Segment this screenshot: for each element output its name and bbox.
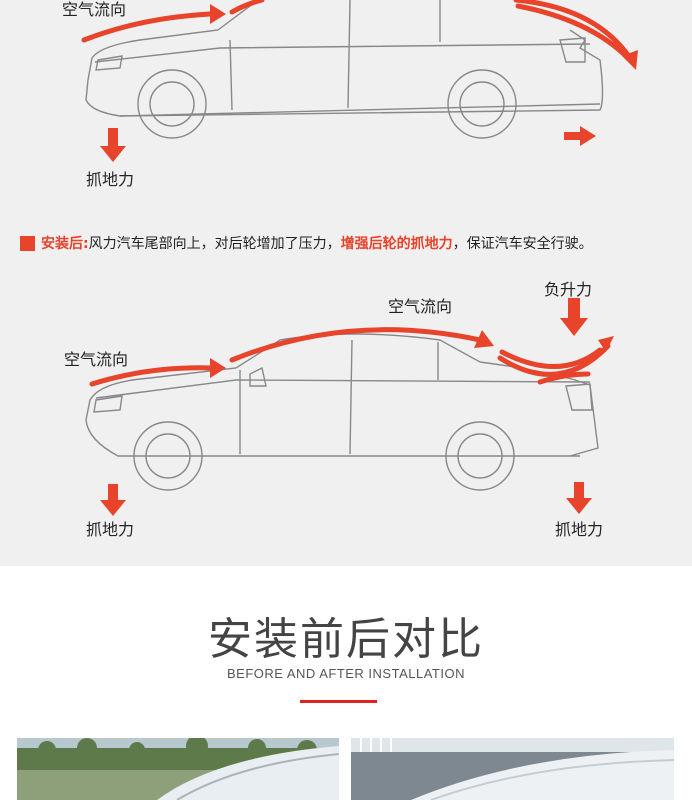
airflow-label-roof: 空气流向	[388, 297, 453, 316]
spoiler	[537, 371, 591, 385]
caption-highlight: 增强后轮的抓地力	[340, 236, 453, 252]
grip-label-top: 抓地力	[86, 170, 135, 189]
section-title: 安装前后对比	[208, 614, 484, 665]
bullet-square	[20, 235, 35, 251]
lift-label: 负升力	[544, 280, 593, 299]
airflow-label-front-bottom: 空气流向	[64, 350, 129, 369]
title-accent-rule	[300, 700, 377, 703]
airflow-diagram-panel: 空气流向 抓地力 安装后: 风力汽车尾部向上，对后轮增加了压力， 增强后轮的抓地…	[0, 0, 692, 566]
airflow-arrow-front	[81, 11, 213, 43]
grip-label-front-bottom: 抓地力	[86, 520, 135, 539]
airflow-arrow-roof-bottom	[229, 327, 483, 363]
airflow-label-top: 空气流向	[62, 0, 127, 19]
airflow-arrow-lift-1	[499, 347, 603, 369]
car-diagram-top	[81, 0, 638, 162]
after-photo	[351, 738, 674, 800]
section-subtitle: BEFORE AND AFTER INSTALLATION	[227, 666, 465, 681]
before-photo	[17, 738, 339, 800]
airflow-arrow-front-bottom	[89, 365, 215, 387]
caption-lead: 安装后:	[41, 236, 89, 252]
caption-text-2: ，保证汽车安全行驶。	[452, 236, 593, 252]
airflow-arrow-rear-1	[515, 3, 631, 61]
airflow-arrow-rear-2	[513, 0, 637, 67]
caption-text-1: 风力汽车尾部向上，对后轮增加了压力，	[88, 236, 341, 252]
airflow-arrow-lift-2	[497, 343, 611, 377]
airflow-arrow-roof	[229, 0, 265, 15]
grip-label-rear-bottom: 抓地力	[555, 520, 604, 539]
car-diagram-bottom	[85, 298, 614, 516]
after-install-caption: 安装后: 风力汽车尾部向上，对后轮增加了压力， 增强后轮的抓地力 ，保证汽车安全…	[20, 233, 593, 253]
